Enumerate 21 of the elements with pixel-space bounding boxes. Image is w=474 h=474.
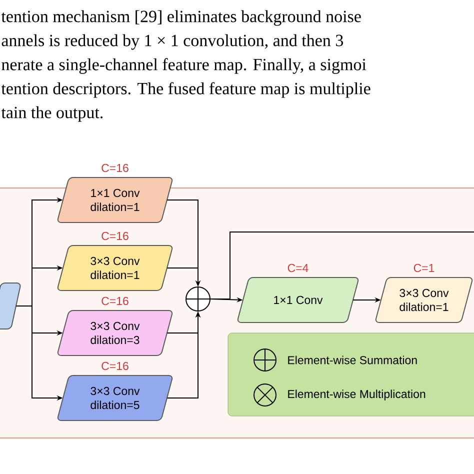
- text-line: tain the output.: [1, 106, 103, 122]
- channel-label: C=16: [102, 164, 128, 172]
- legend-text: Element-wise Summation: [288, 356, 417, 364]
- conv-block: 3×3 Conv dilation=1: [57, 245, 173, 291]
- conv-block: 3×3 Conv dilation=1: [375, 277, 473, 323]
- conv-block: 1×1 Conv: [237, 277, 359, 323]
- input-box: [0, 282, 21, 330]
- channel-label: C=16: [102, 232, 128, 240]
- channel-label: C=4: [288, 264, 308, 272]
- channel-label: C=1: [414, 264, 434, 272]
- text-line: tention mechanism [29] eliminates background noise: [1, 10, 361, 26]
- summation-symbol: [186, 286, 210, 312]
- channel-label: C=16: [102, 296, 128, 306]
- text-line: annels is reduced by 1 × 1 convolution, and then 3: [2, 34, 343, 50]
- text-line: nerate a single-channel feature map. Finally, a sigmoi: [2, 58, 366, 74]
- conv-block: 3×3 Conv dilation=5: [57, 375, 173, 421]
- conv-block: 3×3 Conv dilation=3: [57, 310, 173, 356]
- legend-text: Element-wise Multiplication: [288, 390, 426, 400]
- conv-block: 1×1 Conv dilation=1: [57, 177, 173, 223]
- channel-label: C=16: [102, 362, 128, 370]
- text-line: tention descriptors. The fused feature map is multiplie: [1, 82, 370, 98]
